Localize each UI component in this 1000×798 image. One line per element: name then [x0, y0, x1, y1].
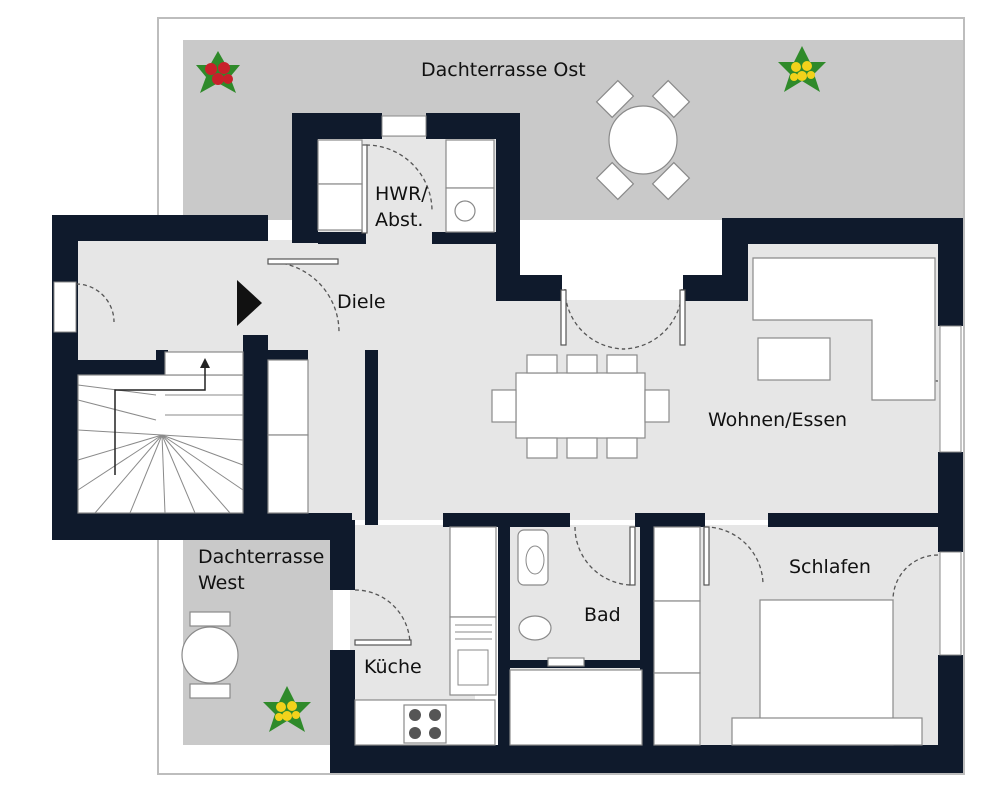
stair-treads: [77, 374, 244, 514]
room-label-hwr: HWR/: [375, 183, 428, 205]
entrance-arrow-icon: [237, 280, 262, 326]
room-label-dachterrasse-ost: Dachterrasse Ost: [421, 59, 586, 81]
stove: [403, 704, 447, 744]
room-label-abst: Abst.: [375, 209, 424, 231]
toilet: [518, 615, 552, 641]
wardrobe: [267, 359, 309, 436]
sofa: [752, 257, 936, 401]
plant-icon: [196, 51, 240, 93]
room-label-bad: Bad: [584, 604, 621, 626]
chair: [566, 437, 598, 459]
wardrobe: [653, 600, 701, 674]
plant-icon: [263, 686, 311, 732]
room-label-schlafen: Schlafen: [789, 556, 871, 578]
shelf: [547, 657, 585, 667]
bathtub: [509, 669, 643, 746]
chair: [606, 354, 638, 374]
wardrobe: [267, 434, 309, 514]
walls: [52, 113, 963, 773]
counter: [449, 526, 497, 618]
room-label-west: West: [198, 572, 245, 594]
chair: [189, 683, 231, 699]
sink: [449, 616, 497, 696]
room-label-diele: Diele: [337, 291, 386, 313]
hwr-cabinet: [317, 139, 363, 185]
chair: [566, 354, 598, 374]
dining-table: [515, 372, 646, 439]
washer-drum: [454, 200, 476, 222]
hwr-cabinet: [445, 139, 495, 189]
chair: [606, 437, 638, 459]
bed-bench: [731, 717, 923, 746]
sink-basin: [455, 545, 545, 686]
stair-path: [114, 365, 206, 475]
chair: [526, 354, 558, 374]
chair: [491, 389, 517, 423]
furniture: [77, 105, 936, 746]
room-label-dachterrasse-west: Dachterrasse: [198, 546, 325, 568]
chair: [189, 611, 231, 627]
hwr-cabinet: [317, 183, 363, 231]
wardrobe: [653, 526, 701, 602]
terrace-table: [608, 105, 678, 175]
plant-icon: [778, 46, 826, 92]
chair: [644, 389, 670, 423]
coffee-table: [757, 337, 831, 381]
door-leaves: [267, 144, 888, 646]
stove-burners: [409, 709, 441, 739]
stair-arrow-icon: [200, 358, 210, 368]
staircase: [77, 374, 244, 514]
chair: [526, 437, 558, 459]
terrace-chairs: [595, 79, 691, 201]
room-label-kueche: Küche: [364, 656, 422, 678]
wardrobe: [653, 672, 701, 746]
terrace-table: [181, 626, 239, 684]
room-label-wohnen-essen: Wohnen/Essen: [708, 409, 848, 431]
windows: [53, 115, 962, 656]
